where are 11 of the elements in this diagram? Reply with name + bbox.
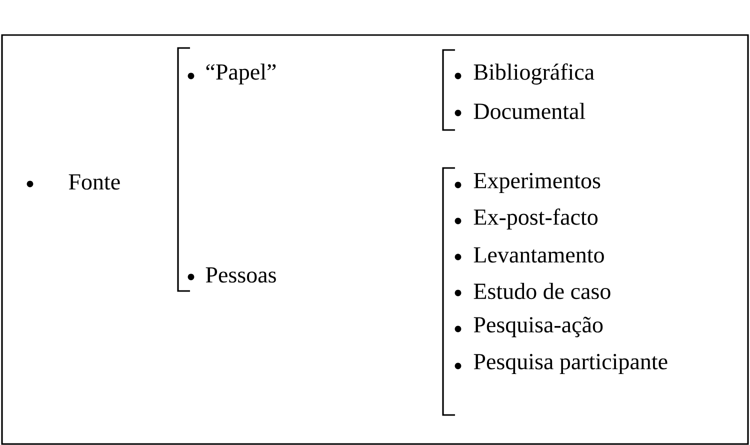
list-item: Pesquisa participante xyxy=(474,354,668,374)
list-item: Documental xyxy=(474,102,586,120)
list-item: Ex-post-facto xyxy=(474,208,598,230)
list-item: Pesquisa-ação xyxy=(474,316,603,338)
list-item: Fonte xyxy=(68,174,120,190)
list-item: Levantamento xyxy=(474,247,604,263)
list-item: Estudo de caso xyxy=(474,282,610,300)
list-item: Pessoas xyxy=(206,267,276,283)
list-item: “Papel” xyxy=(206,64,276,84)
list-item: Bibliográfica xyxy=(474,63,594,85)
list-item: Experimentos xyxy=(474,172,600,194)
